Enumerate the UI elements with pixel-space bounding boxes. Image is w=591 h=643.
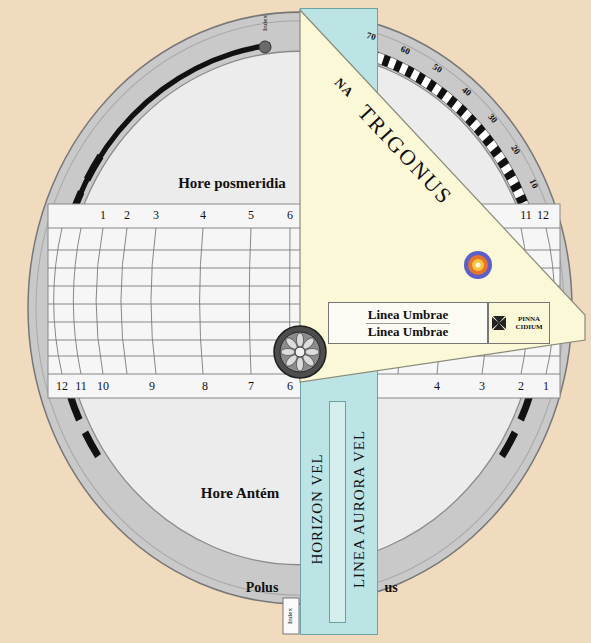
scale-tick bbox=[381, 54, 390, 67]
section-title: Hore Antém bbox=[201, 485, 279, 502]
hour-number: 8 bbox=[202, 380, 208, 393]
scale-tick bbox=[426, 79, 437, 92]
scale-tick bbox=[447, 95, 458, 108]
rule-slot bbox=[329, 401, 346, 623]
hour-line bbox=[121, 228, 127, 374]
index-label: Index bbox=[262, 15, 270, 31]
hour-line bbox=[54, 228, 62, 374]
hour-number: 1 bbox=[543, 380, 549, 393]
scale-tick bbox=[490, 146, 502, 158]
scale-tick bbox=[504, 169, 516, 180]
shadow-line-text: Linea Umbrae bbox=[366, 307, 451, 324]
node-text: HORIZON VEL bbox=[309, 453, 326, 564]
index-label: Index bbox=[287, 608, 295, 624]
scale-tick bbox=[393, 60, 403, 73]
hour-number: 11 bbox=[75, 380, 87, 393]
hour-number: 6 bbox=[287, 209, 293, 222]
scale-tick bbox=[465, 114, 477, 127]
hour-number: 9 bbox=[149, 380, 155, 393]
scale-tick bbox=[456, 104, 467, 117]
zodiac-dash bbox=[84, 154, 103, 182]
hour-line bbox=[73, 228, 81, 374]
pole-label: us bbox=[384, 580, 397, 595]
scale-number: 10 bbox=[526, 178, 539, 190]
trigonus-triangle: NATRIGONUSLinea UmbraeLinea UmbraePINNA … bbox=[300, 10, 585, 382]
hour-number: 1 bbox=[100, 209, 106, 222]
hour-number: 12 bbox=[537, 209, 549, 222]
scale-number: 60 bbox=[399, 44, 411, 57]
sight-target bbox=[464, 251, 492, 279]
hour-number: 3 bbox=[153, 209, 159, 222]
scale-number: 50 bbox=[431, 62, 444, 75]
shadow-line-text: Linea Umbrae bbox=[366, 324, 451, 340]
hour-number: 4 bbox=[200, 209, 206, 222]
pivot-rosette bbox=[274, 326, 326, 378]
hour-number: 5 bbox=[248, 209, 254, 222]
scale-tick bbox=[516, 194, 528, 205]
scale-tick bbox=[510, 181, 522, 192]
hour-line bbox=[200, 228, 203, 374]
hour-line bbox=[96, 228, 103, 374]
scale-tick bbox=[404, 65, 414, 78]
node-text: PINNA CIDIUM bbox=[509, 316, 549, 331]
hour-number: 7 bbox=[248, 380, 254, 393]
hour-number: 4 bbox=[434, 380, 440, 393]
pinnacidium-box: PINNA CIDIUM bbox=[488, 302, 550, 344]
pole-label: Polus bbox=[246, 580, 279, 595]
hour-line bbox=[289, 228, 290, 374]
hour-number: 2 bbox=[518, 380, 524, 393]
node-text: LINEA AURORA VEL bbox=[351, 430, 368, 588]
scale-tick bbox=[474, 124, 486, 136]
scale-tick bbox=[497, 157, 509, 169]
scale-number: 20 bbox=[508, 144, 521, 157]
shadow-line-bar: Linea UmbraeLinea Umbrae bbox=[328, 302, 488, 344]
scale-tick bbox=[437, 87, 448, 100]
scale-tick bbox=[415, 72, 425, 85]
hour-number: 3 bbox=[479, 380, 485, 393]
hour-number: 6 bbox=[287, 380, 293, 393]
zodiac-dash bbox=[82, 431, 101, 459]
section-title: Hore posmeridia bbox=[178, 175, 286, 192]
hour-line bbox=[249, 228, 251, 374]
hour-number: 11 bbox=[520, 209, 532, 222]
hour-number: 10 bbox=[97, 380, 109, 393]
scale-tick bbox=[482, 135, 494, 147]
index-pointer bbox=[283, 598, 299, 634]
index-dial bbox=[259, 41, 271, 53]
scale-number: 30 bbox=[486, 113, 499, 126]
hour-number: 12 bbox=[56, 380, 68, 393]
zodiac-dash bbox=[499, 431, 518, 459]
hour-line bbox=[151, 228, 156, 374]
cross-symbol bbox=[489, 303, 509, 345]
hour-number: 2 bbox=[124, 209, 130, 222]
scale-number: 40 bbox=[460, 85, 473, 98]
